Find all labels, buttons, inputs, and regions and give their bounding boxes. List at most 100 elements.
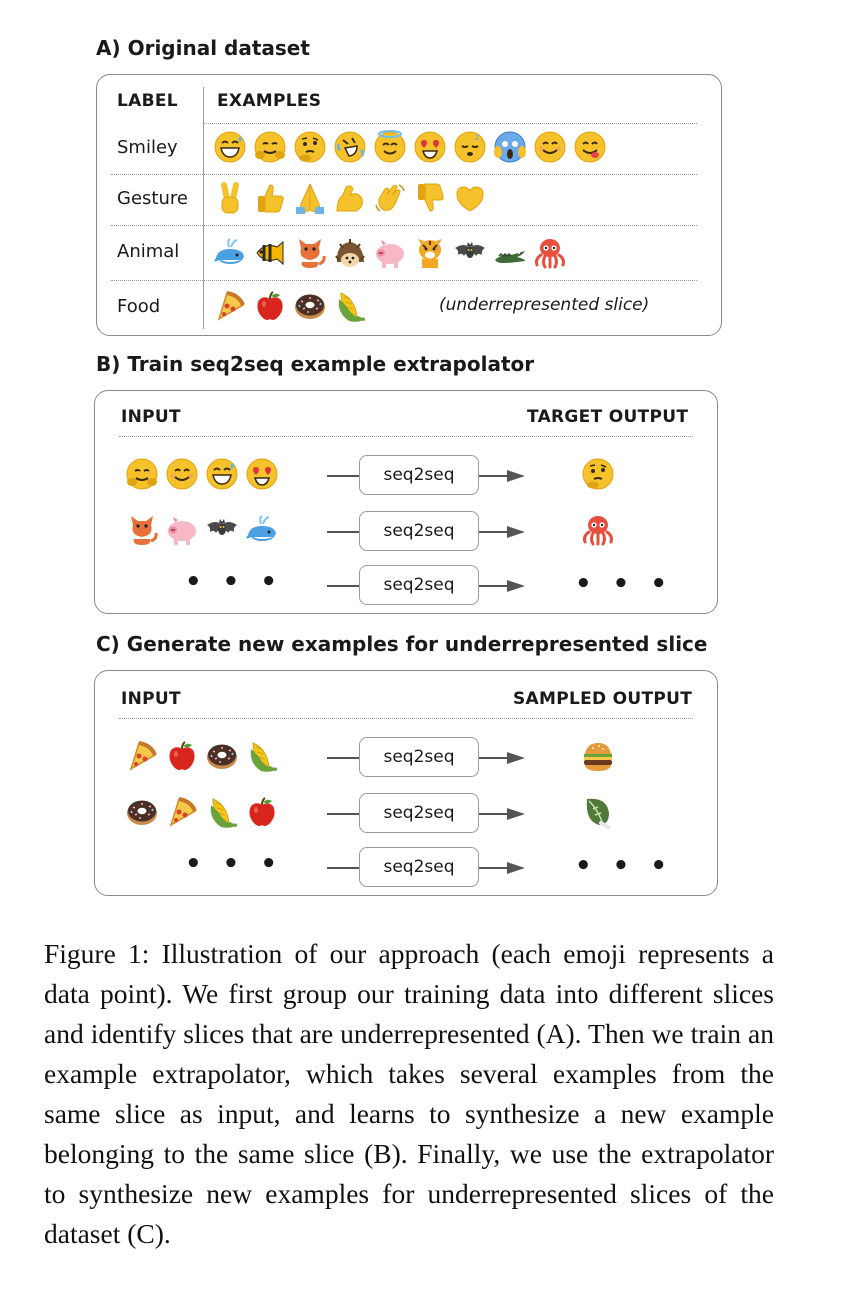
scream-icon: [493, 130, 527, 164]
food-examples: [213, 289, 367, 323]
smiley-examples: z: [213, 130, 607, 164]
target-output-column-header: TARGET OUTPUT: [527, 407, 689, 427]
header-divider: [119, 718, 693, 719]
seq2seq-box: seq2seq: [359, 847, 479, 887]
pig-icon: [373, 236, 407, 270]
target-output-1: [581, 457, 615, 491]
row-divider: [111, 225, 697, 226]
halo-icon: [373, 130, 407, 164]
rofl-icon: [333, 130, 367, 164]
tropical-fish-icon: [253, 236, 287, 270]
pizza-icon: [213, 289, 247, 323]
row-label-food: Food: [117, 296, 161, 317]
whale-icon: [245, 513, 279, 547]
smile-icon: [533, 130, 567, 164]
gen-input-row-2: [125, 795, 279, 829]
section-b-title: B) Train seq2seq example extrapolator: [96, 352, 535, 376]
octopus-icon: [533, 236, 567, 270]
hugging-icon: [253, 130, 287, 164]
label-column-header: LABEL: [117, 91, 178, 111]
arrow-in: [327, 585, 359, 587]
sampled-output-column-header: SAMPLED OUTPUT: [513, 689, 693, 709]
crocodile-icon: [493, 236, 527, 270]
arrowhead: [507, 580, 525, 592]
arrow-in: [327, 475, 359, 477]
thumbs-up-icon: [253, 181, 287, 215]
corn-icon: [205, 795, 239, 829]
corn-icon: [333, 289, 367, 323]
donut-icon: [293, 289, 327, 323]
pig-icon: [165, 513, 199, 547]
row-label-gesture: Gesture: [117, 188, 188, 209]
row-label-animal: Animal: [117, 241, 180, 262]
seq2seq-box: seq2seq: [359, 511, 479, 551]
apple-icon: [253, 289, 287, 323]
pizza-icon: [125, 739, 159, 773]
row-divider: [111, 280, 697, 281]
donut-icon: [125, 795, 159, 829]
row-label-smiley: Smiley: [117, 137, 178, 158]
arrow-in: [327, 867, 359, 869]
section-a-panel: LABEL EXAMPLES Smiley z Gesture Animal F…: [96, 74, 722, 336]
bat-icon: [205, 513, 239, 547]
hedgehog-icon: [333, 236, 367, 270]
octopus-icon: [581, 513, 615, 547]
hugging-icon: [125, 457, 159, 491]
donut-icon: [205, 739, 239, 773]
corn-icon: [245, 739, 279, 773]
flexed-biceps-icon: [333, 181, 367, 215]
target-output-2: [581, 513, 615, 547]
victory-hand-icon: [213, 181, 247, 215]
train-input-row-1: [125, 457, 279, 491]
seq2seq-box: seq2seq: [359, 455, 479, 495]
arrow-in: [327, 813, 359, 815]
gesture-examples: [213, 181, 487, 215]
arrow-out: [479, 757, 511, 759]
arrowhead: [507, 808, 525, 820]
waving-hand-icon: [373, 181, 407, 215]
ellipsis-output: • • •: [575, 569, 673, 599]
yum-icon: [573, 130, 607, 164]
ellipsis-input: • • •: [185, 849, 283, 879]
folded-hands-icon: [293, 181, 327, 215]
heart-eyes-icon: [413, 130, 447, 164]
grinning-sweat-icon: [213, 130, 247, 164]
bat-icon: [453, 236, 487, 270]
section-c-panel: INPUT SAMPLED OUTPUT seq2seq seq2seq • •…: [94, 670, 718, 896]
sampled-output-1: [581, 739, 615, 773]
smile-icon: [165, 457, 199, 491]
sleepy-icon: z: [453, 130, 487, 164]
animal-examples: [213, 236, 567, 270]
arrow-out: [479, 475, 511, 477]
section-b-panel: INPUT TARGET OUTPUT seq2seq seq2seq • • …: [94, 390, 718, 614]
tiger-icon: [413, 236, 447, 270]
arrow-out: [479, 531, 511, 533]
thinking-icon: [293, 130, 327, 164]
ellipsis-input: • • •: [185, 567, 283, 597]
cat-icon: [293, 236, 327, 270]
arrow-in: [327, 531, 359, 533]
arrow-out: [479, 813, 511, 815]
grinning-sweat-icon: [205, 457, 239, 491]
input-column-header: INPUT: [121, 407, 181, 427]
arrowhead: [507, 862, 525, 874]
leafy-green-icon: [581, 795, 615, 829]
sampled-output-2: [581, 795, 615, 829]
examples-column-header: EXAMPLES: [217, 91, 322, 111]
arrowhead: [507, 470, 525, 482]
underrepresented-note: (underrepresented slice): [439, 295, 650, 315]
arrow-out: [479, 585, 511, 587]
gen-input-row-1: [125, 739, 279, 773]
figure-caption: Figure 1: Illustration of our approach (…: [44, 938, 774, 1249]
ellipsis-output: • • •: [575, 851, 673, 881]
arrowhead: [507, 752, 525, 764]
row-divider: [111, 174, 697, 175]
heart-eyes-icon: [245, 457, 279, 491]
cat-icon: [125, 513, 159, 547]
svg-text:z: z: [475, 133, 480, 143]
input-column-header: INPUT: [121, 689, 181, 709]
apple-icon: [245, 795, 279, 829]
seq2seq-box: seq2seq: [359, 737, 479, 777]
train-input-row-2: [125, 513, 279, 547]
thinking-icon: [581, 457, 615, 491]
